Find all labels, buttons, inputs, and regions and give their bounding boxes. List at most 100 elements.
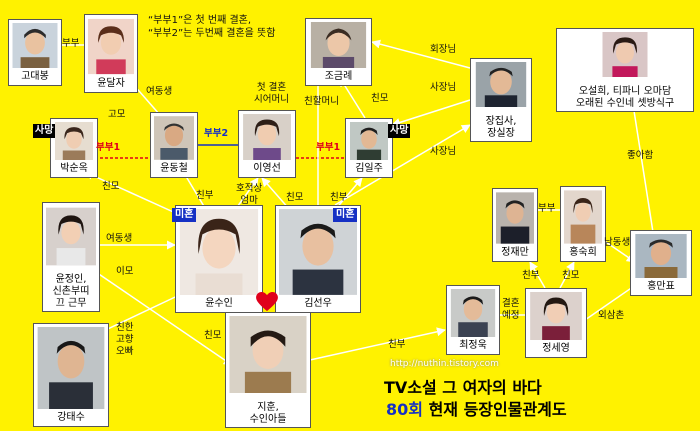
label-yeodongsaeng-top: 여동생: [146, 86, 173, 97]
name-yunsuin: 윤수인: [205, 298, 233, 309]
portrait-yundalja: [88, 18, 134, 75]
name-hongmanpyo: 홍만표: [647, 281, 675, 292]
portrait-yunsuin: [179, 209, 259, 295]
portrait-jihun: [229, 316, 307, 393]
line-gimseonu-jangiljang: [334, 124, 471, 206]
card-jeongjaeman: 정재만: [492, 188, 538, 262]
card-jihun: 지훈,수인아들: [225, 312, 311, 428]
line-yunsuin-iyeongseon: [234, 177, 259, 211]
card-jogeumrye: 조금례: [305, 18, 372, 86]
portrait-jeongjaeman: [496, 192, 534, 244]
tag-samang-left: 사망: [33, 124, 56, 138]
card-yunsuin: 윤수인: [175, 205, 263, 313]
label-hoejangnim: 회장님: [430, 44, 457, 55]
diagram-subtitle: 80회 현재 등장인물관계도: [386, 400, 567, 419]
name-jeongjaeman: 정재만: [501, 247, 529, 258]
name-gangtaesu: 강태수: [57, 412, 85, 423]
label-chinbu-mid: 친부: [330, 192, 348, 203]
portrait-yundongcheol: [154, 116, 194, 160]
tag-mihon-right: 미혼: [333, 208, 358, 222]
name-gimseonu: 김선우: [304, 298, 332, 309]
name-jeongseyeong: 정세영: [542, 343, 570, 354]
line-jangiljang-gimilju: [391, 99, 471, 127]
portrait-gangtaesu: [37, 327, 105, 409]
label-namdongsaeng: 남동생: [604, 237, 631, 248]
label-chinmo-mid: 친모: [286, 192, 304, 203]
label-bubu-right: 부부: [538, 203, 556, 214]
portrait-gimilju: [349, 122, 389, 160]
label-bubu1-right: 부부1: [316, 142, 341, 153]
card-gimseonu: 김선우: [275, 205, 361, 313]
name-jihun: 지훈,수인아들: [249, 402, 287, 425]
portrait-oseolhui: [601, 32, 649, 77]
label-oesamchon: 외삼촌: [598, 310, 625, 321]
card-choejeonguk: 최정욱: [446, 285, 500, 355]
card-gangtaesu: 강태수: [33, 323, 109, 427]
label-chinmo-low: 친모: [204, 330, 222, 341]
portrait-baksunok: [54, 122, 94, 160]
portrait-godaebong: [12, 23, 58, 68]
line-jihun-choejeonguk: [309, 327, 446, 361]
name-yundalja: 윤달자: [97, 78, 125, 89]
tag-mihon-left: 미혼: [172, 208, 197, 222]
name-jangiljang: 장집사,장실장: [485, 116, 517, 139]
portrait-hongmanpyo: [634, 234, 688, 278]
portrait-gimseonu: [279, 209, 357, 295]
line-gimseonu-gimilju: [334, 177, 363, 211]
label-chinmo-left: 친모: [102, 181, 120, 192]
line-gangtaesu-yunsuin: [94, 289, 191, 336]
portrait-jeongseyeong: [529, 292, 583, 340]
name-godaebong: 고대봉: [21, 71, 49, 82]
episode-number: 80회: [386, 400, 423, 419]
portrait-hongsukhui: [564, 190, 602, 244]
label-gomo: 고모: [108, 109, 126, 120]
line-hongmanpyo-oseolhui: [628, 97, 656, 246]
label-yeodongsaeng-left: 여동생: [106, 233, 133, 244]
name-gimilju: 김일주: [355, 163, 383, 174]
card-baksunok: 박순옥: [50, 118, 98, 178]
watermark: http://nuthin.tistory.com: [390, 359, 499, 369]
card-gimilju: 김일주: [345, 118, 393, 178]
card-hongmanpyo: 홍만표: [630, 230, 692, 296]
label-chinbu-right: 친부: [522, 270, 540, 281]
card-iyeongseon: 이영선: [238, 110, 296, 178]
label-chinbu-low: 친부: [388, 339, 406, 350]
line-yunsuin-baksunok: [84, 171, 181, 216]
label-chinhalmeoni: 친할머니: [304, 96, 339, 107]
diagram-title: TV소설 그 여자의 바다: [384, 378, 542, 397]
label-joahham: 좋아함: [627, 150, 654, 161]
label-bubu1-left: 부부1: [96, 142, 121, 153]
label-sajangnim-top: 사장님: [430, 82, 457, 93]
portrait-jogeumrye: [309, 22, 368, 68]
name-baksunok: 박순옥: [60, 163, 88, 174]
legend-note: “부부1”은 첫 번째 결혼,“부부2”는 두번째 결혼을 뜻함: [148, 15, 276, 39]
tag-samang-right: 사망: [388, 124, 411, 138]
card-jangiljang: 장집사,장실장: [470, 58, 532, 142]
card-jeongseyeong: 정세영: [525, 288, 587, 358]
line-jeongseyeong-hongsukhui: [559, 261, 575, 289]
line-yunjeongin-jihun: [89, 267, 233, 366]
card-yundongcheol: 윤동철: [150, 112, 198, 178]
card-hongsukhui: 홍숙희: [560, 186, 606, 262]
heart-icon: [256, 292, 278, 312]
name-jogeumrye: 조금례: [324, 71, 353, 82]
portrait-yunjeongin: [46, 206, 96, 267]
portrait-jangiljang: [474, 62, 528, 107]
line-gimseonu-iyeongseon: [261, 177, 291, 211]
name-hongsukhui: 홍숙희: [569, 247, 597, 258]
label-chinmo-right: 친모: [562, 270, 580, 281]
name-iyeongseon: 이영선: [253, 163, 281, 174]
card-godaebong: 고대봉: [8, 19, 62, 86]
label-chinbu-left: 친부: [196, 190, 214, 201]
portrait-iyeongseon: [242, 114, 292, 160]
name-choejeonguk: 최정욱: [459, 340, 487, 351]
card-yundalja: 윤달자: [84, 14, 138, 93]
name-yundongcheol: 윤동철: [160, 163, 188, 174]
